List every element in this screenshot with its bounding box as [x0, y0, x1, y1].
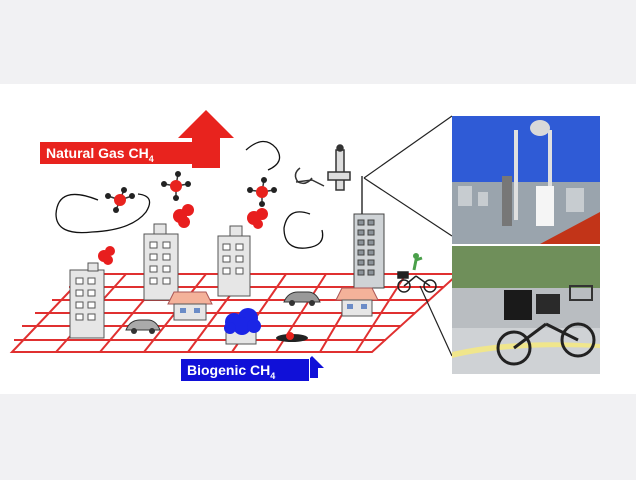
- bicycle-icon: [397, 253, 437, 293]
- house-icon: [335, 287, 379, 317]
- methane-molecule-icon: [247, 177, 277, 207]
- biogenic-subscript: 4: [270, 370, 276, 381]
- connector-lines: [363, 115, 453, 357]
- biogenic-label: Biogenic CH4: [180, 358, 310, 382]
- car-icon: [125, 319, 161, 334]
- methane-molecule-icon: [161, 171, 191, 201]
- biogenic-text: Biogenic CH: [187, 362, 271, 378]
- turbulence-arrows: [55, 140, 324, 249]
- building-icon: [69, 262, 105, 339]
- building-icon: [143, 223, 179, 301]
- rooftop-tower-photo: [452, 116, 600, 244]
- leak-icon: [276, 332, 308, 342]
- house-icon: [167, 291, 213, 321]
- natural-gas-subscript: 4: [148, 153, 154, 164]
- instrumented-bicycle-photo: [452, 246, 600, 374]
- car-icon: [283, 291, 321, 306]
- natural-gas-text: Natural Gas CH: [46, 145, 149, 161]
- natural-gas-up-arrow-icon: [178, 110, 234, 168]
- methane-molecule-icon: [105, 187, 135, 213]
- gas-cloud-icon: [98, 204, 268, 265]
- natural-gas-label: Natural Gas CH4: [40, 142, 192, 164]
- biogenic-cloud-icon: [224, 308, 261, 345]
- tower-building-icon: [353, 213, 385, 289]
- flux-tower-icon: [294, 144, 363, 214]
- building-icon: [217, 225, 251, 297]
